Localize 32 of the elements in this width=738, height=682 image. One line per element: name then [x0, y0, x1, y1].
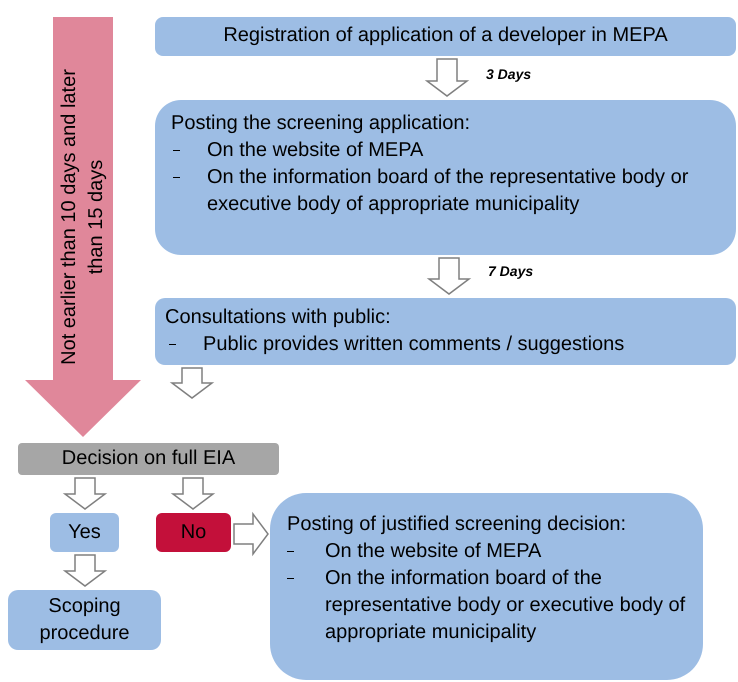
block-arrow [426, 257, 472, 295]
timeframe-text: Not earlier than 10 days and later than 15 days [57, 68, 108, 367]
block-arrow [233, 512, 269, 556]
block-arrow [170, 367, 214, 399]
box-text: Scoping procedure [38, 594, 131, 646]
box-heading: Consultations with public: [165, 305, 392, 330]
timeframe-arrow [25, 17, 141, 437]
box-text: Decision on full EIA [60, 446, 236, 471]
box-heading: Posting of justified screening decision: [287, 512, 628, 537]
bullet-text: Public provides written comments / suggestions [203, 333, 624, 355]
bullet-text: On the website of MEPA [207, 139, 424, 161]
box-text: No [180, 520, 208, 545]
box-heading: Posting the screening application: [171, 111, 472, 136]
block-arrow [62, 477, 108, 510]
box-text: Yes [67, 520, 102, 545]
block-arrow [62, 554, 108, 587]
block-arrow [424, 58, 470, 97]
edge-label: 7 Days [486, 263, 536, 279]
edge-label: 3 Days [484, 66, 534, 82]
answer-box [50, 513, 119, 552]
process-box [155, 100, 736, 255]
process-box [155, 298, 736, 365]
process-box [155, 17, 736, 56]
answer-box [156, 513, 231, 552]
box-text: Registration of application of a developer in MEPA [222, 23, 669, 48]
block-arrow [170, 477, 216, 510]
process-box [8, 590, 161, 650]
bullet-text: On the information board of the representative body or executive body of appropriate municipality [325, 567, 686, 643]
process-box [270, 493, 703, 680]
bullet-text: On the website of MEPA [325, 540, 542, 562]
decision-box [18, 443, 279, 475]
bullet-text: On the information board of the representative body or executive body of appropriate municipality [207, 166, 688, 215]
